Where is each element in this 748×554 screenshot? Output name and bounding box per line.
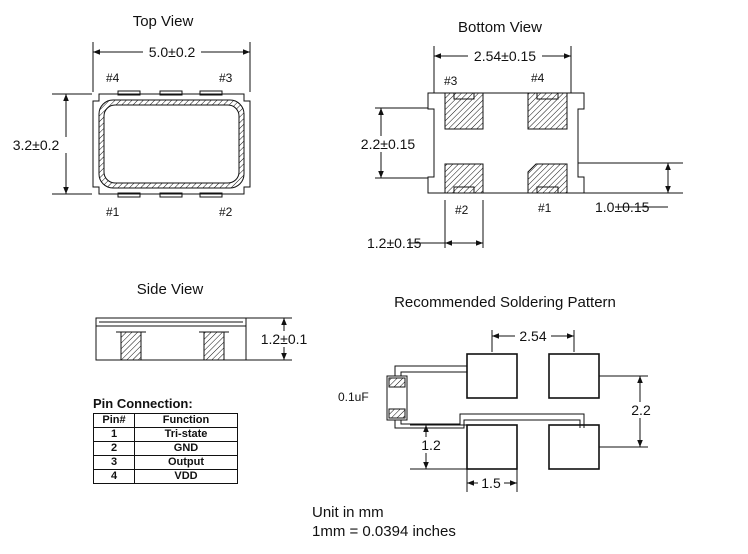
solder-pad	[548, 353, 600, 399]
top-pin-label: #2	[219, 205, 233, 219]
capacitor-outline	[386, 375, 408, 421]
bottom-view-title: Bottom View	[458, 19, 542, 36]
side-height-dimension: 1.2±0.1	[261, 331, 308, 347]
solder-height-dimension: 2.2	[631, 402, 651, 418]
solder-pad	[548, 424, 600, 470]
capacitor-label: 0.1uF	[338, 390, 369, 404]
side-view: Side View 1.2±0.1	[95, 281, 313, 361]
table-cell: 4	[93, 469, 135, 484]
pin-connection-section: Pin Connection: Pin# Function 1 Tri-stat…	[93, 396, 238, 484]
top-lid	[103, 104, 240, 184]
bottom-pin-label: #1	[538, 201, 552, 215]
bottom-pad	[444, 163, 484, 194]
table-header-row: Pin# Function	[93, 413, 238, 428]
bottom-pad	[527, 163, 568, 194]
top-pin-label: #4	[106, 71, 120, 85]
solder-pad	[466, 353, 518, 399]
units-line: Unit in mm	[312, 504, 384, 521]
table-cell: 1	[93, 427, 135, 442]
table-cell: 3	[93, 455, 135, 470]
table-cell: GND	[134, 441, 238, 456]
top-view-title: Top View	[133, 13, 194, 30]
top-package-outline	[92, 93, 251, 195]
table-row: 3 Output	[93, 455, 238, 470]
bottom-pitch-dimension: 2.54±0.15	[474, 48, 536, 64]
units-note: Unit in mm 1mm = 0.0394 inches	[312, 503, 456, 541]
bottom-view: Bottom View 2.54±0.15 #3 #4 #2 #1 2.2±0.…	[353, 19, 683, 251]
table-row: 4 VDD	[93, 469, 238, 484]
side-package-outline	[95, 317, 247, 361]
bottom-height-dimension: 2.2±0.15	[361, 136, 416, 152]
top-height-dimension: 3.2±0.2	[13, 137, 60, 153]
solder-pitch-dimension: 2.54	[519, 328, 546, 344]
table-cell: 2	[93, 441, 135, 456]
bottom-pad-width-dimension: 1.2±0.15	[367, 235, 422, 251]
soldering-pattern: Recommended Soldering Pattern 2.54 0.1uF…	[338, 294, 656, 492]
table-header-cell: Pin#	[93, 413, 135, 428]
table-row: 2 GND	[93, 441, 238, 456]
bottom-pin-label: #4	[531, 71, 545, 85]
solder-pad-width-dimension: 1.5	[481, 475, 501, 491]
bottom-pad-height-dimension: 1.0±0.15	[595, 199, 650, 215]
table-header-cell: Function	[134, 413, 238, 428]
top-width-dimension: 5.0±0.2	[149, 44, 196, 60]
top-view: Top View 5.0±0.2 3.2±0.2 #4 #3 #1 #2	[6, 13, 251, 219]
pin-connection-table: Pin# Function 1 Tri-state 2 GND 3 Output…	[93, 413, 238, 484]
top-pin-label: #3	[219, 71, 233, 85]
bottom-pin-label: #2	[455, 203, 469, 217]
bottom-pad	[527, 92, 568, 130]
solder-pad-height-dimension: 1.2	[421, 437, 441, 453]
bottom-pad	[444, 92, 484, 130]
table-cell: VDD	[134, 469, 238, 484]
table-row: 1 Tri-state	[93, 427, 238, 442]
side-view-title: Side View	[137, 281, 204, 298]
table-cell: Output	[134, 455, 238, 470]
units-conversion-line: 1mm = 0.0394 inches	[312, 523, 456, 540]
bottom-pin-label: #3	[444, 74, 458, 88]
soldering-pattern-title: Recommended Soldering Pattern	[394, 294, 616, 311]
table-cell: Tri-state	[134, 427, 238, 442]
top-pin-label: #1	[106, 205, 120, 219]
solder-pad	[466, 424, 518, 470]
pin-connection-title: Pin Connection:	[93, 396, 193, 411]
